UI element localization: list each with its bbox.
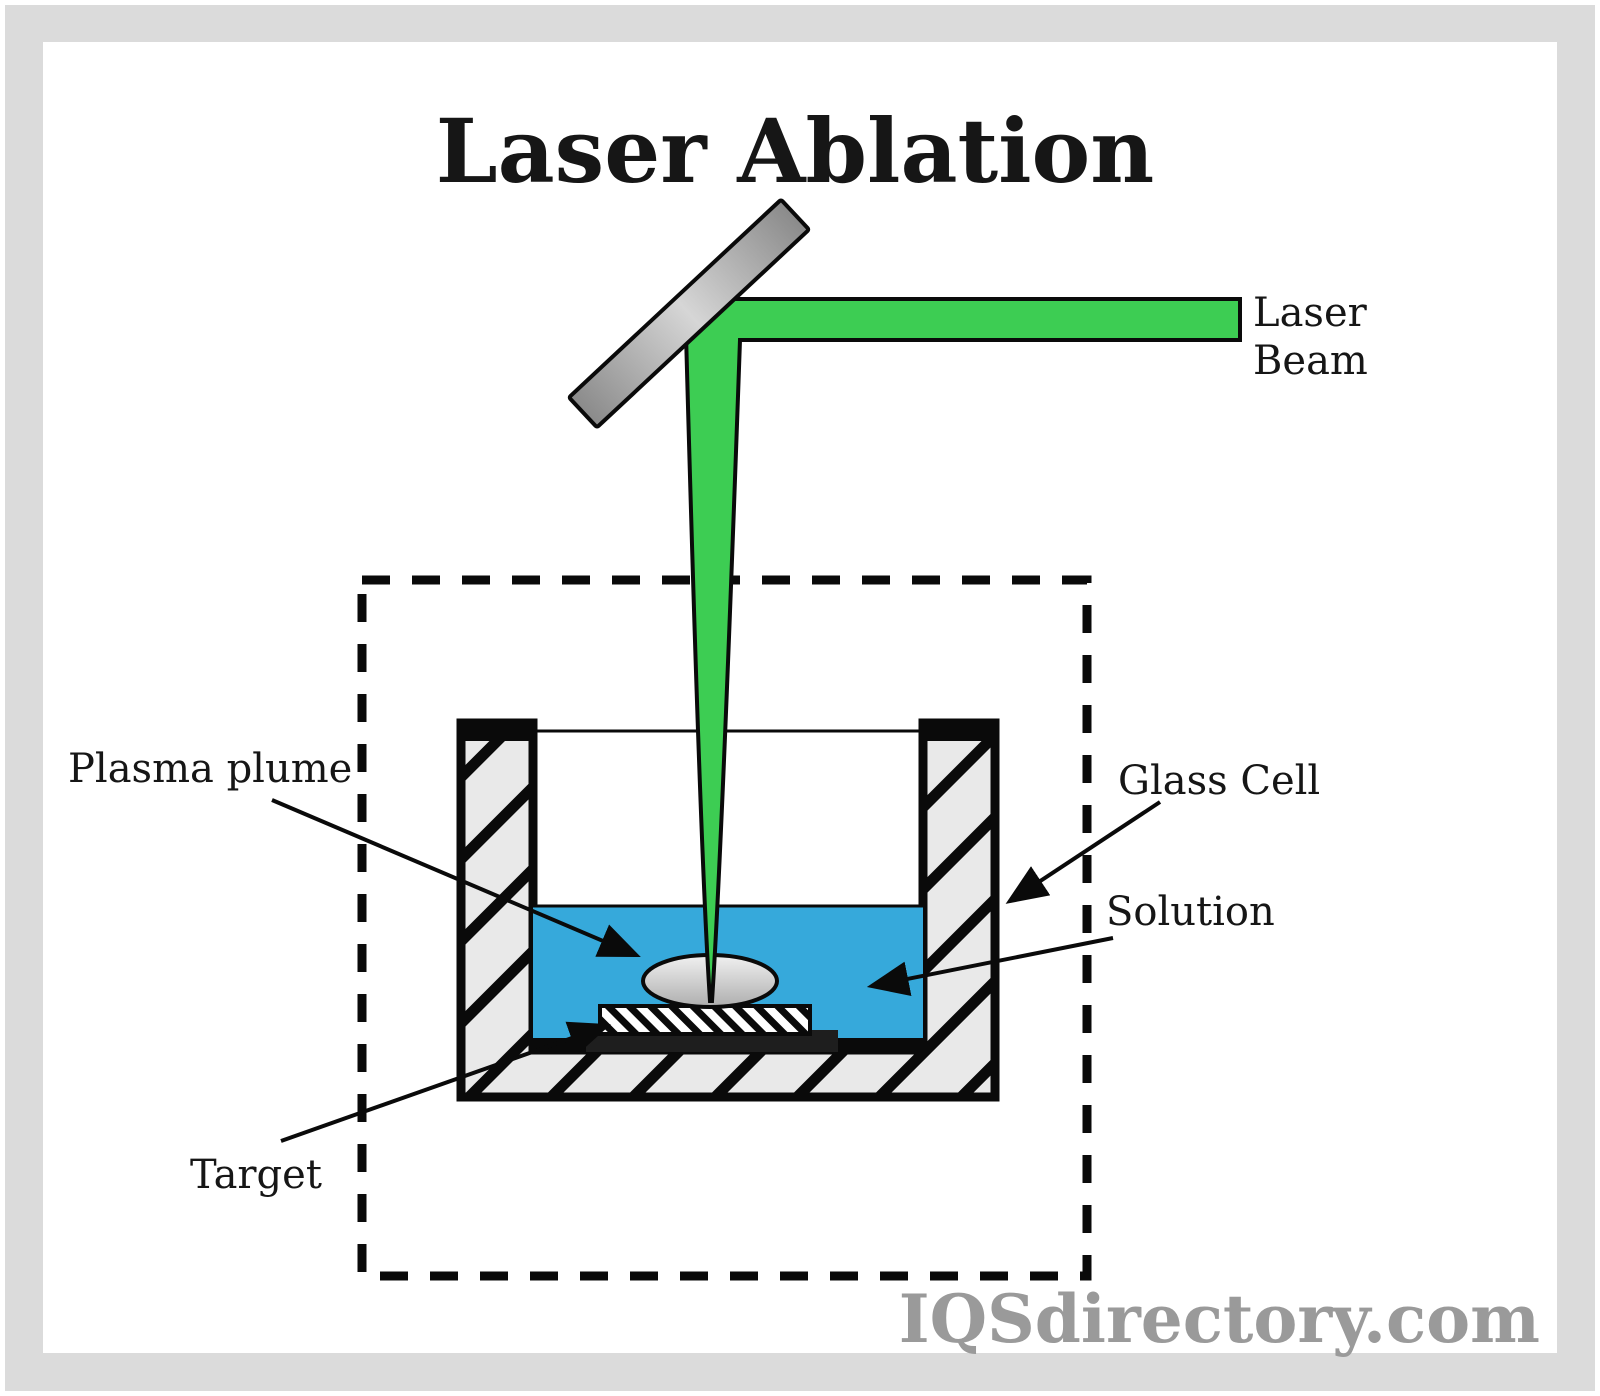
glass-cell-left-wall-cap [461, 723, 533, 741]
plasma-plume-arrow [271, 798, 641, 958]
plasma-plume-label: Plasma plume [68, 746, 352, 792]
solution-arrow [866, 936, 1114, 996]
glass-cell-right-wall-cap [923, 723, 995, 741]
laser-beam-label-line1: Laser [1253, 290, 1368, 336]
target-block [598, 1004, 812, 1036]
glass-cell-arrow [1005, 800, 1162, 904]
diagram-title: Laser Ablation [436, 99, 1154, 203]
glass-cell-label: Glass Cell [1118, 758, 1320, 804]
watermark: IQSdirectory.com [899, 1280, 1540, 1358]
target-label: Target [190, 1152, 322, 1198]
laser-beam-label-line2: Beam [1253, 338, 1368, 384]
laser-beam-shape [683, 297, 1242, 1003]
target-arrow [280, 1021, 611, 1143]
solution-label: Solution [1106, 889, 1275, 935]
mirror [567, 198, 811, 429]
